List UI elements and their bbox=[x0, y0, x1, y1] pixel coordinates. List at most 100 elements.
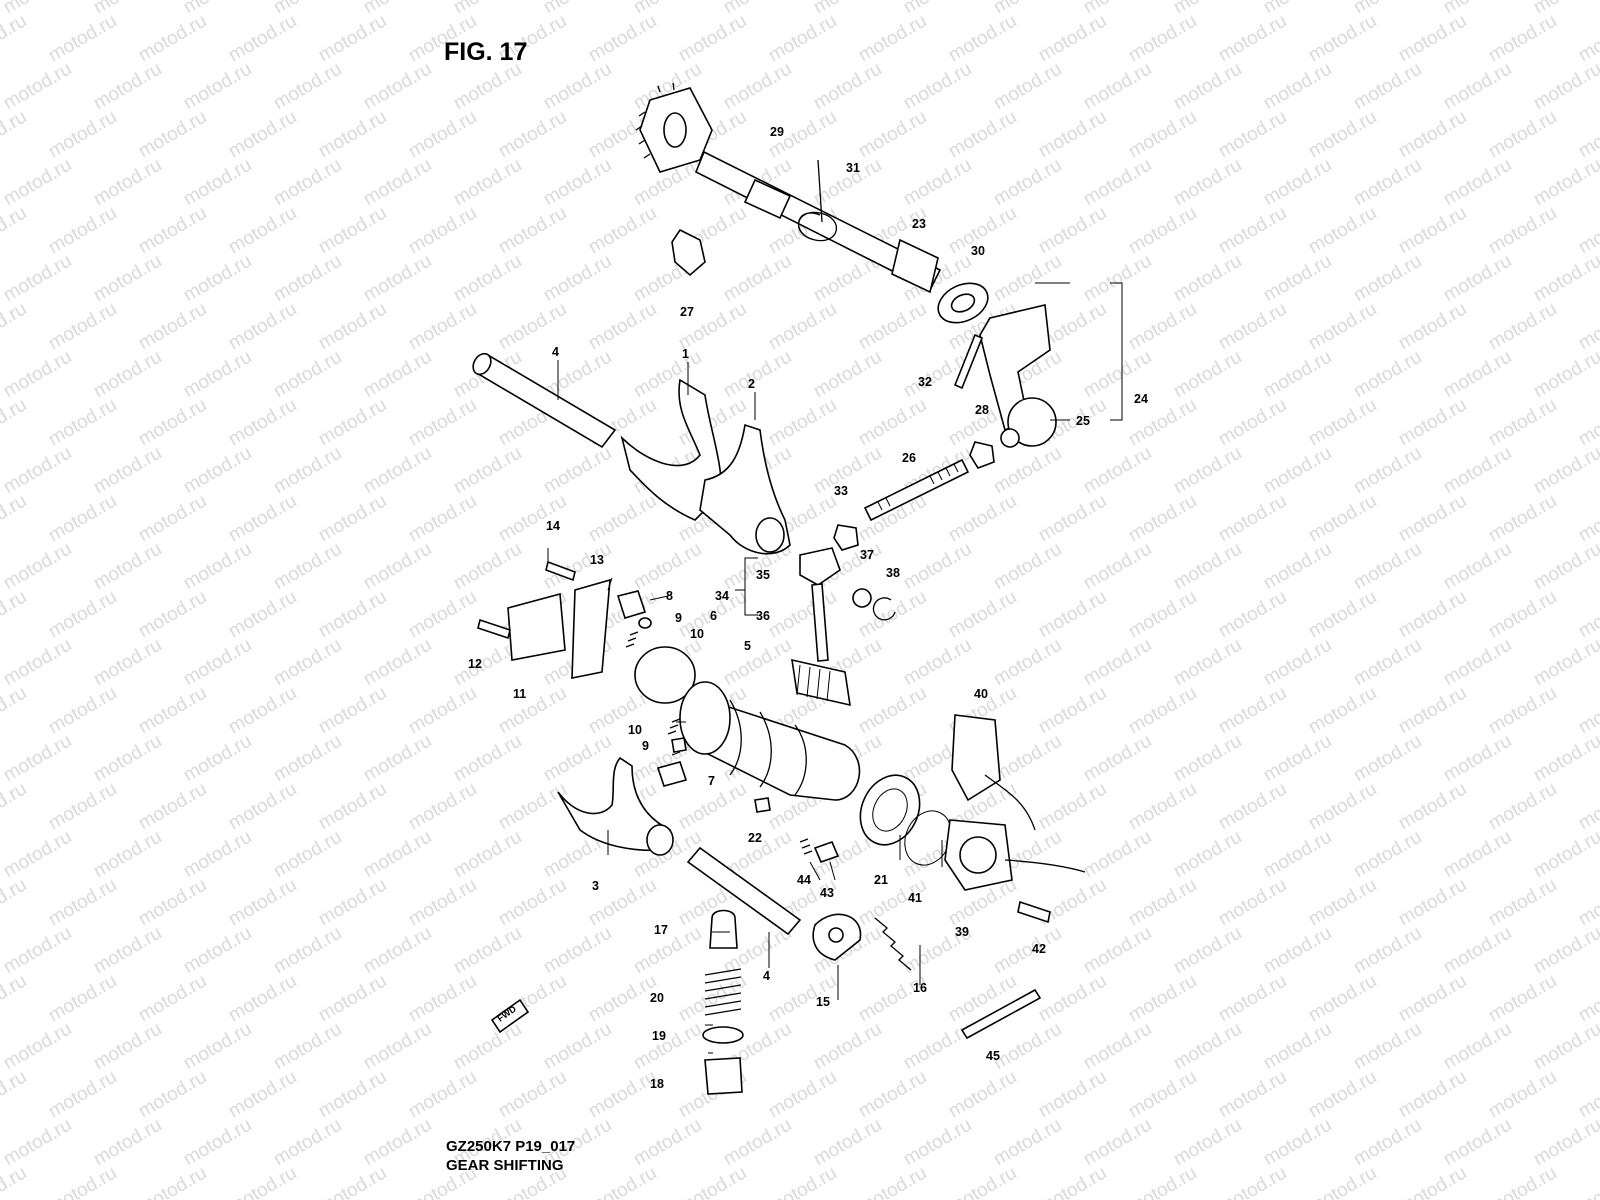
shift-arm-35-drawing bbox=[799, 547, 841, 586]
pin-43-drawing bbox=[813, 840, 840, 864]
neutral-stopper-17-drawing bbox=[709, 909, 738, 949]
clamp-45-drawing bbox=[960, 988, 1042, 1040]
fork-shaft-lower-drawing bbox=[686, 846, 802, 936]
section-title: GEAR SHIFTING bbox=[446, 1157, 564, 1174]
part-label: 38 bbox=[886, 566, 900, 580]
shift-fork-3-boss-drawing bbox=[646, 824, 674, 856]
part-drawings: FWD bbox=[472, 82, 1086, 1095]
part-label: 28 bbox=[975, 403, 989, 417]
spring-44-drawing bbox=[799, 838, 813, 855]
part-label: 39 bbox=[955, 925, 969, 939]
fork-shaft-upper-drawing bbox=[473, 353, 617, 449]
part-label: 36 bbox=[756, 609, 770, 623]
plug-18-drawing bbox=[704, 1057, 743, 1095]
part-label: 44 bbox=[797, 873, 811, 887]
part-label: 9 bbox=[675, 611, 682, 625]
part-label: 4 bbox=[552, 345, 559, 359]
switch-wire-40-drawing bbox=[984, 774, 1036, 831]
shift-fork-1-drawing bbox=[620, 378, 722, 521]
bolt-42-drawing bbox=[1017, 900, 1051, 924]
shift-pedal-rubber-drawing bbox=[791, 658, 851, 707]
part-label: 45 bbox=[986, 1049, 1000, 1063]
part-label: 1 bbox=[682, 347, 689, 361]
part-label: 42 bbox=[1032, 942, 1046, 956]
part-label: 15 bbox=[816, 995, 830, 1009]
lever-rubber-knob-drawing bbox=[1007, 397, 1057, 447]
shift-fork-2-boss-drawing bbox=[755, 517, 785, 553]
pawl-7-drawing bbox=[656, 761, 688, 787]
spring-10-lower-drawing bbox=[667, 718, 681, 735]
neutral-switch-drawing bbox=[671, 228, 706, 277]
part-label: 9 bbox=[642, 739, 649, 753]
part-label: 8 bbox=[666, 589, 673, 603]
switch-wire-39-drawing bbox=[1004, 859, 1086, 873]
bearing-21-drawing bbox=[859, 774, 921, 846]
part-label: 10 bbox=[690, 627, 704, 641]
part-label: 2 bbox=[748, 377, 755, 391]
part-label: 14 bbox=[546, 519, 560, 533]
pinch-bolt-drawing bbox=[953, 333, 984, 390]
part-label: 4 bbox=[763, 969, 770, 983]
pin-9-upper-drawing bbox=[638, 617, 652, 629]
part-label: 13 bbox=[590, 553, 604, 567]
pin-22-drawing bbox=[754, 797, 771, 813]
part-callouts: 1 2 3 4 4 5 6 7 8 9 9 10 10 11 12 13 14 … bbox=[468, 125, 1148, 1091]
fork-shaft-upper-end-drawing bbox=[472, 352, 492, 376]
part-label: 30 bbox=[971, 244, 985, 258]
shift-arm-slot-drawing bbox=[663, 112, 687, 148]
part-label: 16 bbox=[913, 981, 927, 995]
part-label: 43 bbox=[820, 886, 834, 900]
fwd-arrow-drawing bbox=[490, 998, 530, 1034]
shift-arm-teeth-drawing bbox=[635, 82, 675, 159]
part-label: 32 bbox=[918, 375, 932, 389]
cam-driven-gear-drawing bbox=[634, 646, 696, 704]
part-label: 33 bbox=[834, 484, 848, 498]
gearshift-cam-end-drawing bbox=[679, 681, 731, 755]
cam-plate-13-drawing bbox=[571, 578, 611, 679]
switch-rotor-drawing bbox=[959, 836, 997, 874]
stopper-spring-20-drawing bbox=[704, 968, 742, 1016]
part-label: 25 bbox=[1076, 414, 1090, 428]
oil-seal-bore-drawing bbox=[950, 293, 976, 313]
part-label: 23 bbox=[912, 217, 926, 231]
shift-fork-3-drawing bbox=[557, 756, 671, 852]
part-label: 12 bbox=[468, 657, 482, 671]
part-label: 17 bbox=[654, 923, 668, 937]
spring-10-upper-drawing bbox=[625, 631, 639, 648]
part-label: 41 bbox=[908, 891, 922, 905]
gasket-19-drawing bbox=[702, 1026, 744, 1044]
stopper-spring-16-drawing bbox=[874, 917, 912, 971]
part-label: 5 bbox=[744, 639, 751, 653]
part-label: 19 bbox=[652, 1029, 666, 1043]
part-label: 26 bbox=[902, 451, 916, 465]
shaft-spline-drawing bbox=[891, 238, 939, 294]
part-label: 20 bbox=[650, 991, 664, 1005]
tie-rod-thread-drawing bbox=[877, 463, 959, 511]
part-label: 22 bbox=[748, 831, 762, 845]
pin-9-lower-drawing bbox=[671, 737, 687, 753]
cam-stopper-plate-drawing bbox=[507, 592, 566, 661]
part-label: 35 bbox=[756, 568, 770, 582]
part-label: 27 bbox=[680, 305, 694, 319]
screw-14-drawing bbox=[545, 560, 576, 582]
lock-nut-lower-drawing bbox=[833, 524, 859, 551]
part-label: 31 bbox=[846, 161, 860, 175]
part-label: 24 bbox=[1134, 392, 1148, 406]
washer-37-drawing bbox=[852, 588, 872, 608]
figure-title: FIG. 17 bbox=[444, 38, 528, 66]
return-spring-drawing bbox=[797, 159, 838, 242]
part-label: 40 bbox=[974, 687, 988, 701]
gearshift-cam-grooves-drawing bbox=[729, 699, 807, 796]
part-label: 34 bbox=[715, 589, 729, 603]
screw-12-drawing bbox=[477, 618, 511, 640]
switch-cover-40-drawing bbox=[951, 714, 1001, 802]
part-label: 3 bbox=[592, 879, 599, 893]
part-label: 6 bbox=[710, 609, 717, 623]
bearing-21-bore-drawing bbox=[872, 788, 908, 832]
part-label: 21 bbox=[874, 873, 888, 887]
leader-lines bbox=[547, 282, 1123, 1054]
part-label: 7 bbox=[708, 774, 715, 788]
part-label: 29 bbox=[770, 125, 784, 139]
part-label: 11 bbox=[513, 687, 526, 701]
